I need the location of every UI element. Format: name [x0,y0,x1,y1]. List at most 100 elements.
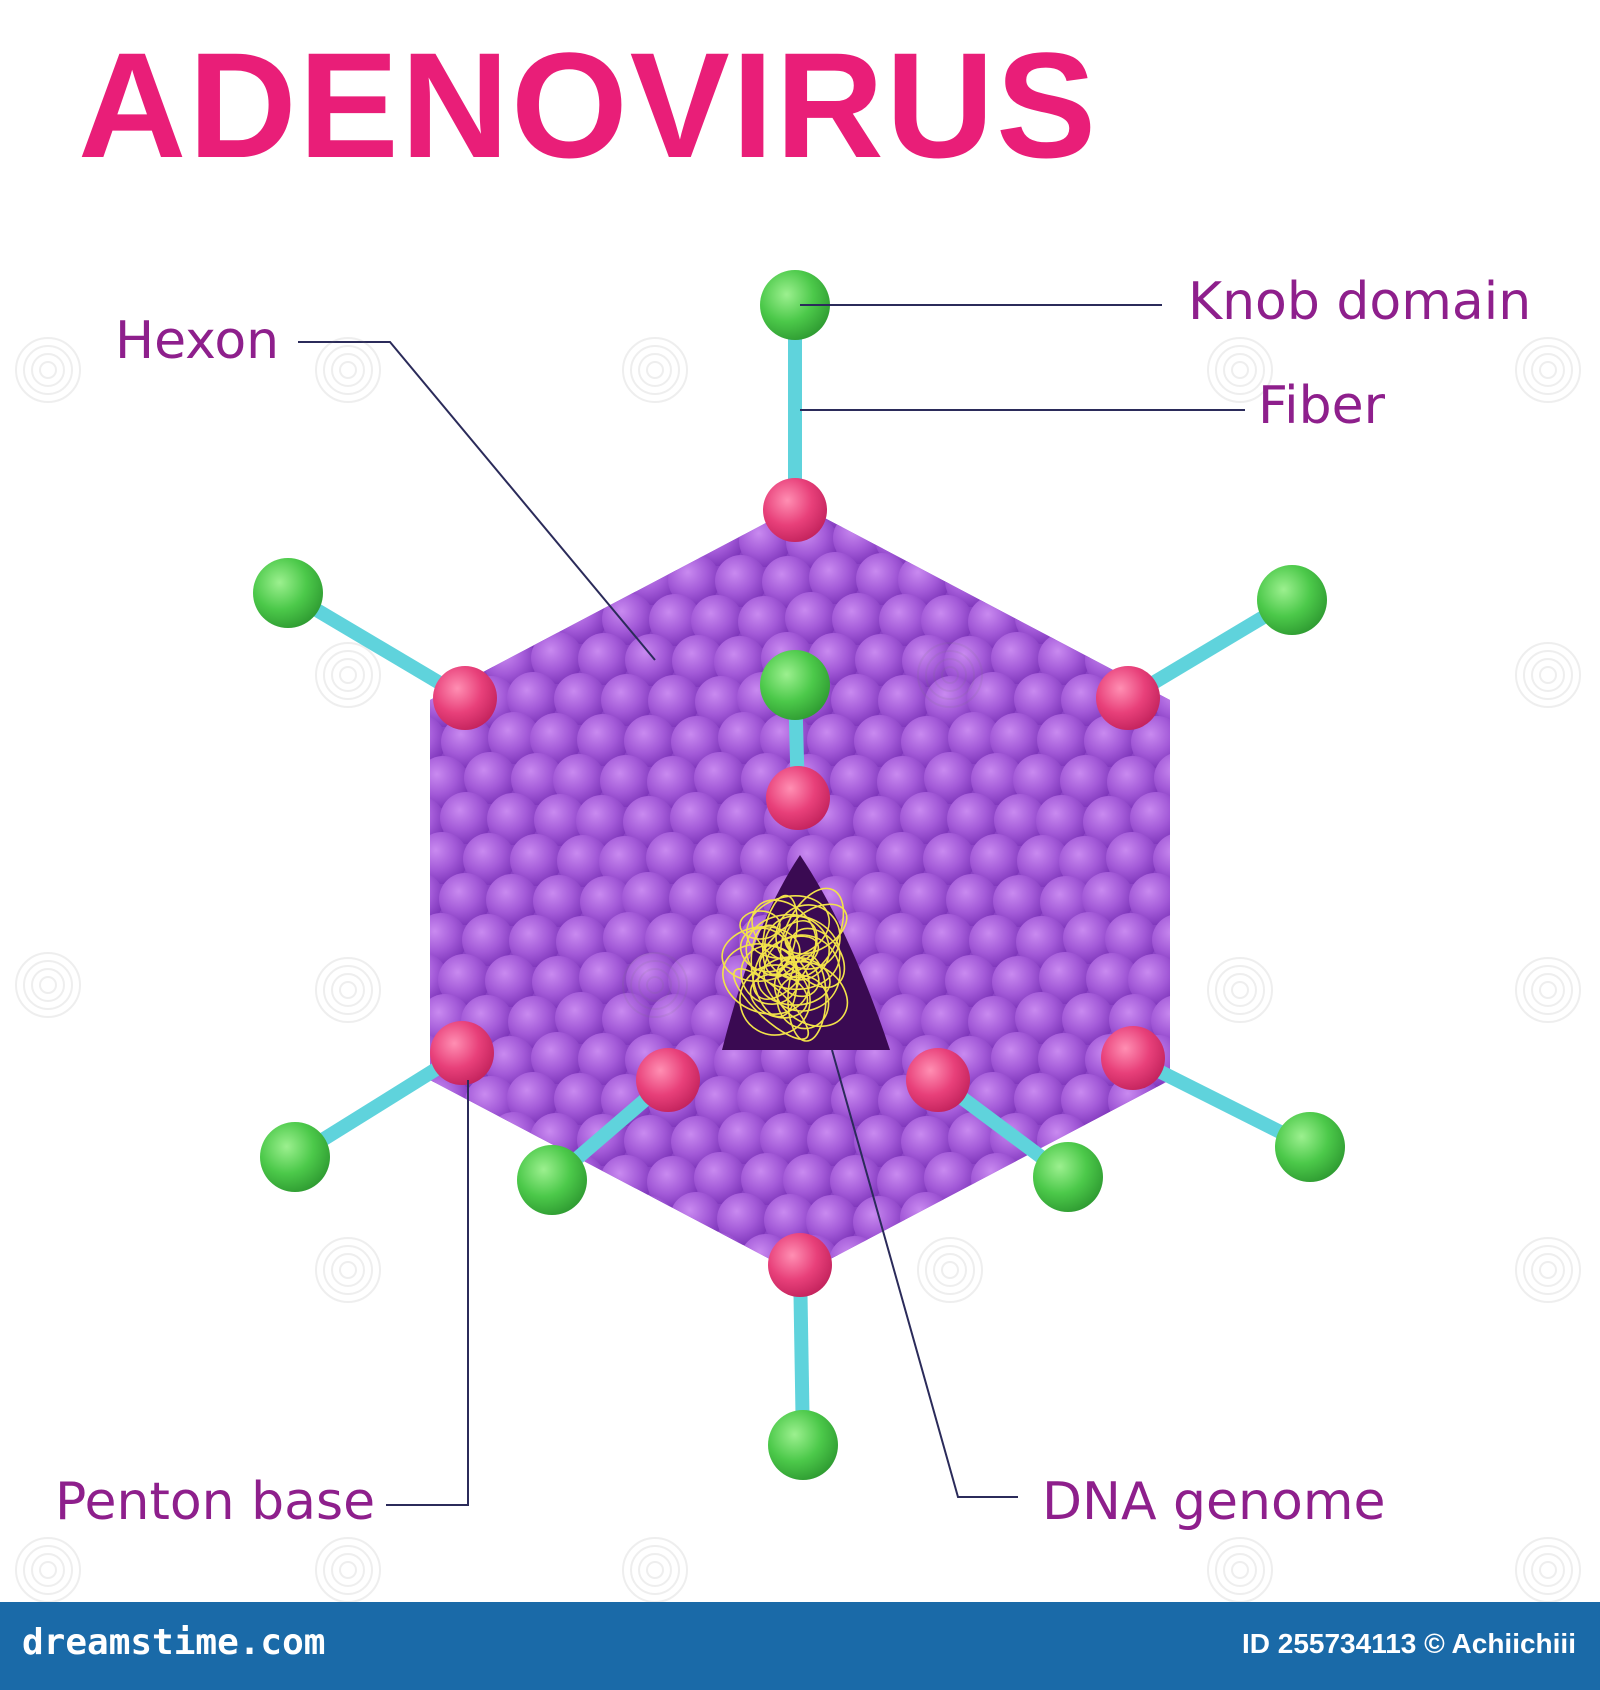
hexon-sphere [1105,513,1157,565]
watermark-ring [925,1245,975,1295]
hexon-sphere [507,1072,559,1124]
dna-genome-core [721,855,890,1050]
hexon-sphere [970,834,1022,886]
hexon-sphere [878,675,930,727]
hexon-sphere [715,555,767,607]
hexon-sphere [1014,1073,1066,1125]
hexon-sphere [899,873,951,925]
hexon-sphere [831,674,883,726]
dna-strand [732,968,810,1040]
hexon-leader [298,341,656,661]
footer-bar: dreamstime.com ID 255734113 © Achiichiii [0,1602,1600,1690]
hexon-sphere [900,1192,952,1244]
watermark-ring [917,1237,983,1303]
hexon-sphere [509,915,561,967]
hexon-sphere [1131,1116,1170,1168]
hexon-sphere [1151,595,1170,647]
hexon-sphere [852,872,904,924]
hexon-sphere [511,753,563,805]
hexon-sphere [852,505,904,524]
hexon-sphere [970,1234,1022,1275]
watermark-ring [1215,1545,1265,1595]
hexon-sphere [532,556,584,608]
hexon-sphere [485,555,537,607]
watermark-ring [638,1553,672,1587]
dna-strand [776,974,830,1030]
watermark-ring [39,361,57,379]
hexon-sphere [668,954,720,1006]
hexon-sphere [463,1233,515,1275]
hexon-sphere [1062,593,1114,645]
hexon-sphere [854,715,906,767]
hexon-sphere [557,1235,609,1275]
penton-base-leader [386,1080,469,1506]
hexon-sphere [1130,1192,1170,1244]
hexon-sphere [694,752,746,804]
watermark-ring [323,1545,373,1595]
watermark-ring [1531,658,1565,692]
hexon-sphere [600,1155,652,1207]
hexon-sphere [807,1114,859,1166]
hexon-sphere [507,672,559,724]
hexon-sphere [760,1113,812,1165]
hexon-sphere [578,1033,630,1085]
hexon-sphere [969,915,1021,967]
hexon-sphere [1082,872,1134,924]
watermark-ring [315,957,381,1023]
watermark-ring [15,1537,81,1603]
hexon-sphere [1040,505,1092,528]
hexon-sphere [649,594,701,646]
watermark-ring [339,981,357,999]
knob-domain-top [760,270,830,340]
hexon-sphere [922,914,974,966]
hexon-sphere [854,1115,906,1167]
watermark-ring [630,345,680,395]
hexon-sphere [693,1233,745,1275]
hexon-sphere [969,515,1021,567]
hexon-sphere [1039,552,1091,604]
hexon-sphere [946,874,998,926]
hexon-sphere [487,793,539,845]
hexon-sphere [717,1193,769,1245]
hexon-sphere [806,1195,858,1247]
hexon-sphere [646,832,698,884]
label-dna-genome: DNA genome [1042,1472,1386,1532]
watermark-ring [1215,965,1265,1015]
hexon-sphere [430,594,471,646]
hexon-sphere [1106,832,1158,884]
hexon-sphere [430,872,444,924]
hexon-sphere [718,712,770,764]
hexon-sphere [1063,512,1115,564]
watermark-ring [331,353,365,387]
hexon-sphere [1131,716,1170,768]
hexon-sphere [1037,714,1089,766]
hexon-sphere [462,514,514,566]
dna-strands [721,887,849,1042]
watermark-ring [646,361,664,379]
hexon-sphere [439,505,491,525]
hexon-sphere [556,516,608,568]
hexon-sphere [602,593,654,645]
hexon-sphere [898,954,950,1006]
watermark-ring [323,650,373,700]
hexon-sphere [438,554,490,606]
hexon-sphere [716,505,768,526]
hexon-sphere [624,715,676,767]
watermark-ring [315,642,381,708]
watermark-ring [1223,973,1257,1007]
watermark-ring [1531,1553,1565,1587]
hexon-sphere [440,792,492,844]
hexon-sphere [971,1153,1023,1205]
watermark-ring [331,973,365,1007]
watermark-ring [1231,361,1249,379]
hexon-sphere [832,593,884,645]
hexon-sphere [1107,1156,1159,1208]
hexon-sphere [879,994,931,1046]
hexon-sphere [672,635,724,687]
hexon-sphere [994,794,1046,846]
watermark-ring [339,666,357,684]
watermark-ring [941,1261,959,1279]
hexon-sphere [923,833,975,885]
hexon-sphere [553,754,605,806]
hexon-sphere [783,1154,835,1206]
